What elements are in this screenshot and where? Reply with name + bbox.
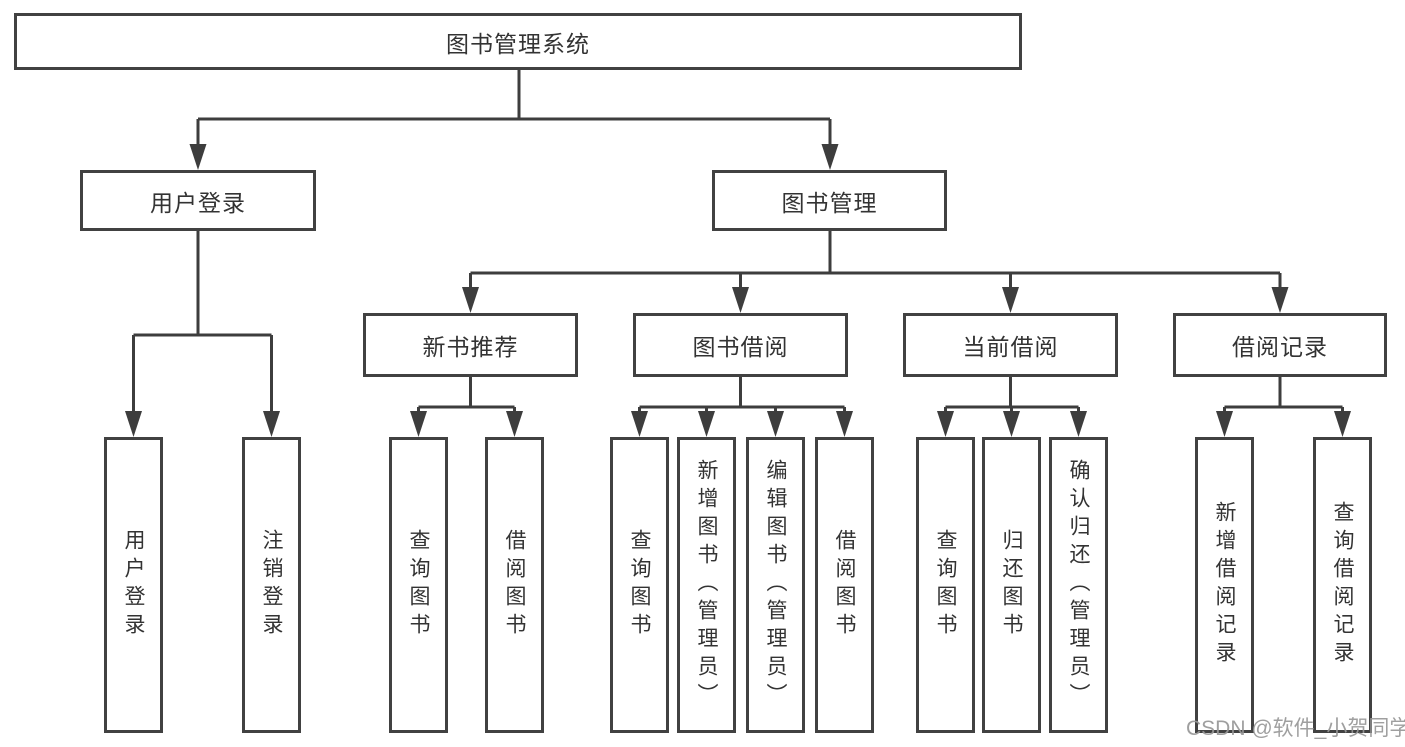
leaf-query-books-current-label: 查询图书	[934, 529, 957, 641]
leaf-add-books-admin-label: 新增图书（管理员）	[695, 459, 718, 711]
leaf-confirm-return-admin: 确认归还（管理员）	[1049, 437, 1108, 733]
leaf-add-books-admin: 新增图书（管理员）	[677, 437, 736, 733]
connector-current-borrow-to-leaves	[937, 377, 1087, 437]
node-new-book-recommend: 新书推荐	[363, 313, 578, 377]
node-user-login: 用户登录	[80, 170, 316, 231]
leaf-query-books-recommend: 查询图书	[389, 437, 448, 733]
connector-user-login-to-leaves	[125, 231, 280, 437]
leaf-logout: 注销登录	[242, 437, 301, 733]
leaf-borrow-books: 借阅图书	[815, 437, 874, 733]
leaf-query-books-borrow: 查询图书	[610, 437, 669, 733]
leaf-return-books: 归还图书	[982, 437, 1041, 733]
connector-borrow-records-to-leaves	[1216, 377, 1351, 437]
leaf-borrow-books-recommend: 借阅图书	[485, 437, 544, 733]
leaf-query-books-borrow-label: 查询图书	[628, 529, 651, 641]
node-borrow-records: 借阅记录	[1173, 313, 1387, 377]
leaf-user-login-label: 用户登录	[122, 529, 145, 641]
leaf-edit-books-admin-label: 编辑图书（管理员）	[764, 459, 787, 711]
connector-root-to-level2	[189, 70, 839, 170]
leaf-return-books-label: 归还图书	[1000, 529, 1023, 641]
leaf-add-borrow-record: 新增借阅记录	[1195, 437, 1254, 733]
leaf-query-borrow-record: 查询借阅记录	[1313, 437, 1372, 733]
node-current-borrow: 当前借阅	[903, 313, 1118, 377]
leaf-logout-label: 注销登录	[260, 529, 283, 641]
connector-book-management-to-level3	[462, 231, 1289, 313]
leaf-user-login: 用户登录	[104, 437, 163, 733]
node-book-management: 图书管理	[712, 170, 947, 231]
leaf-query-books-recommend-label: 查询图书	[407, 529, 430, 641]
node-book-borrow: 图书借阅	[633, 313, 848, 377]
leaf-confirm-return-admin-label: 确认归还（管理员）	[1067, 459, 1090, 711]
csdn-watermark: CSDN @软件_小贺同学	[1186, 717, 1405, 740]
leaf-borrow-books-label: 借阅图书	[833, 529, 856, 641]
connector-book-borrow-to-leaves	[631, 377, 853, 437]
leaf-query-books-current: 查询图书	[916, 437, 975, 733]
leaf-query-borrow-record-label: 查询借阅记录	[1331, 501, 1354, 669]
connector-new-book-recommend-to-leaves	[410, 377, 523, 437]
leaf-borrow-books-recommend-label: 借阅图书	[503, 529, 526, 641]
node-library-management-system: 图书管理系统	[14, 13, 1022, 70]
leaf-edit-books-admin: 编辑图书（管理员）	[746, 437, 805, 733]
leaf-add-borrow-record-label: 新增借阅记录	[1213, 501, 1236, 669]
